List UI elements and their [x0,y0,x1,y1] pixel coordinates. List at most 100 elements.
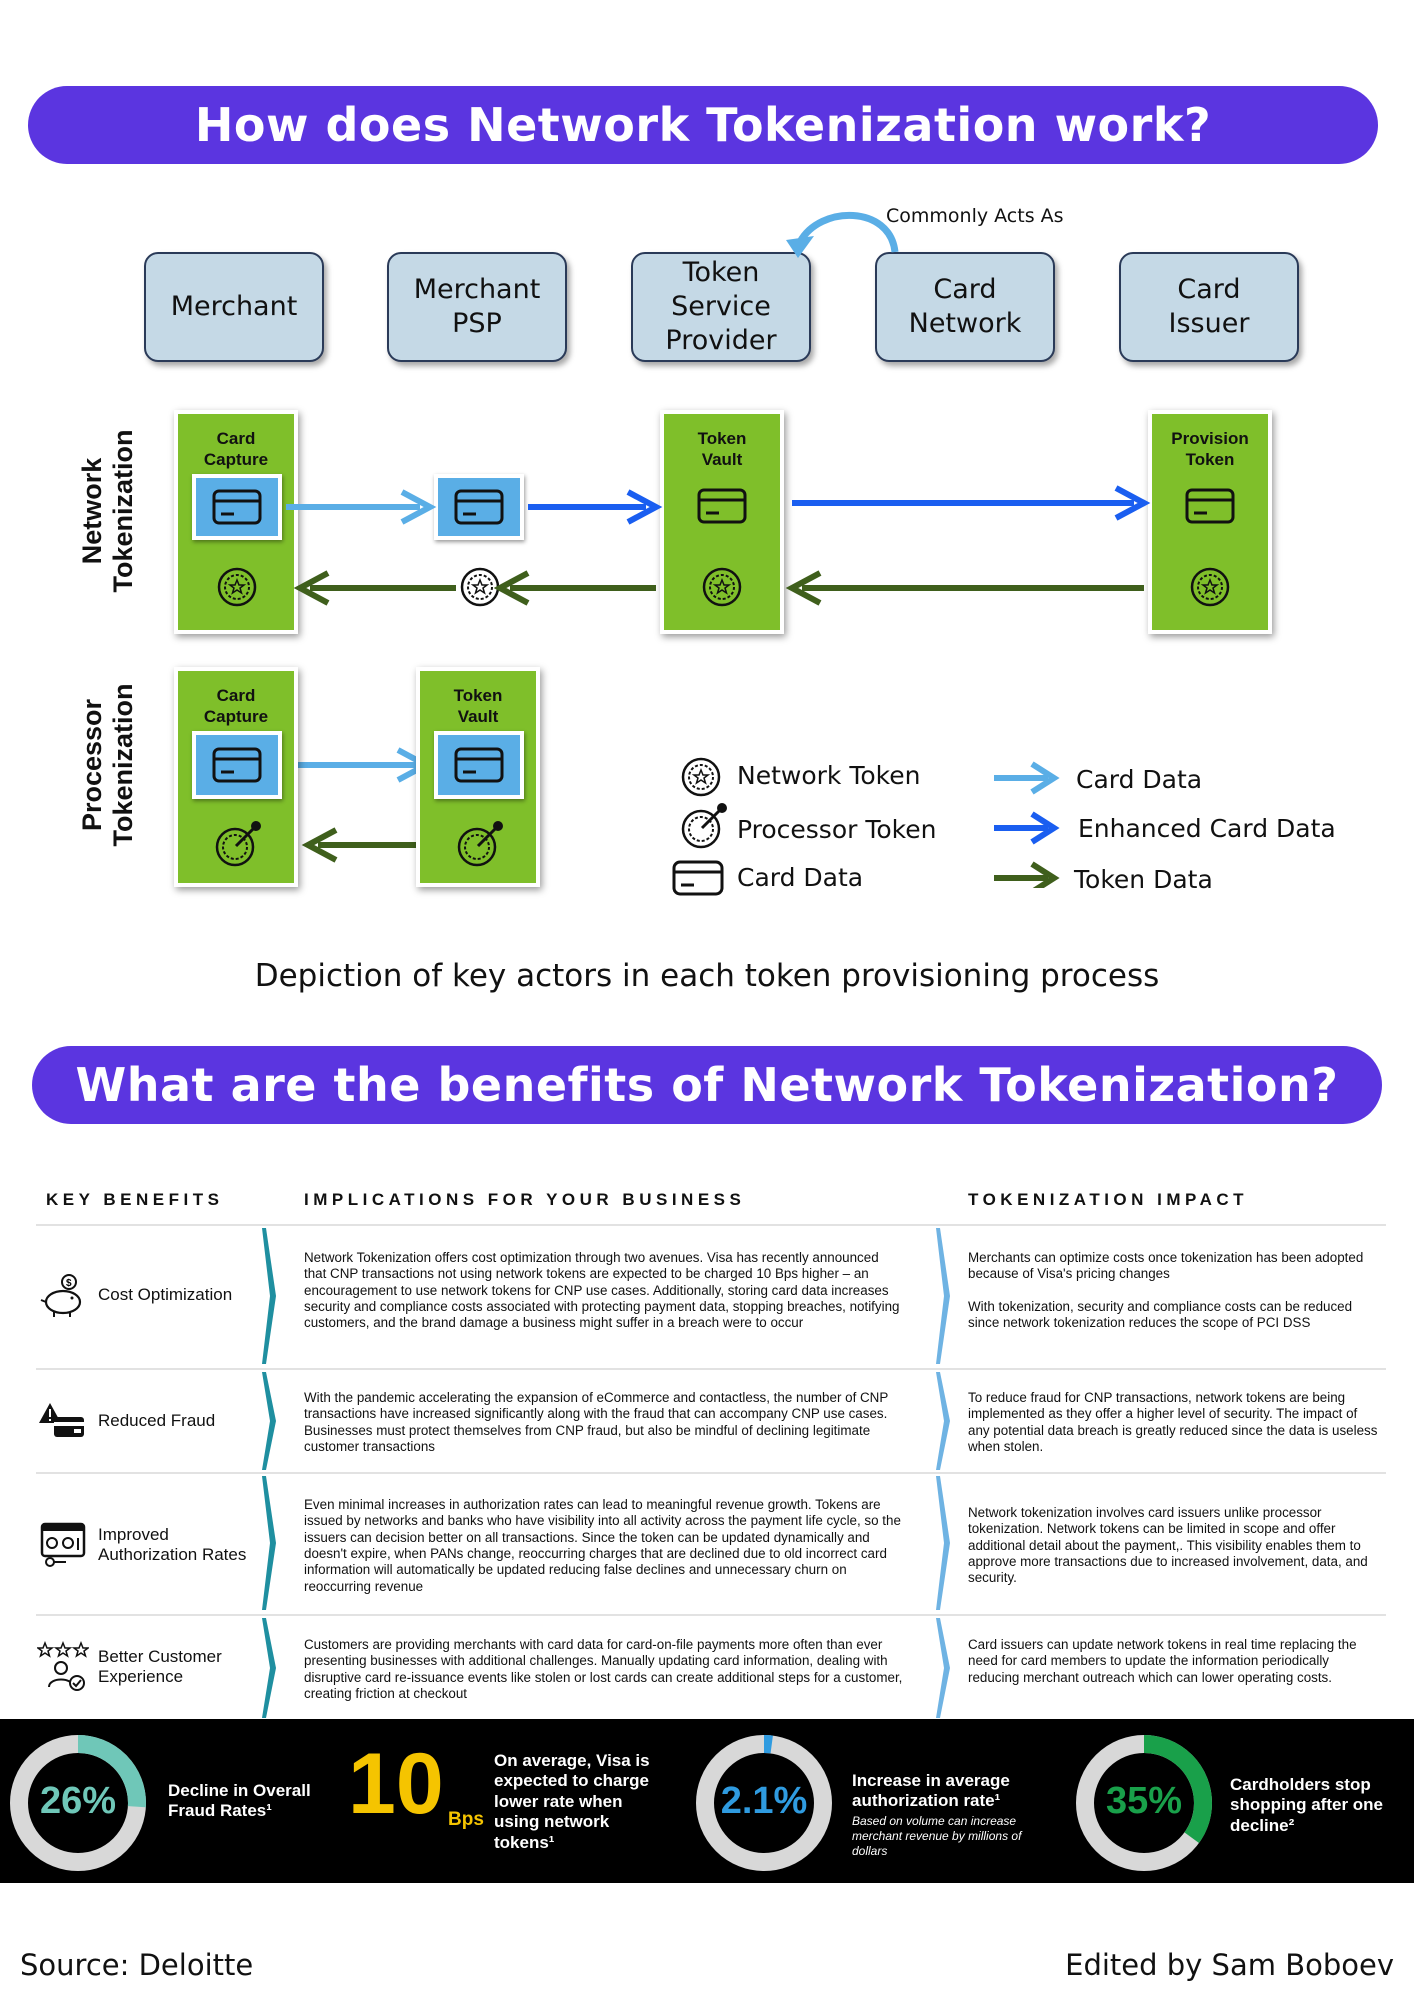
piggy-bank-icon: $ [36,1268,90,1322]
benefit-label: Improved Authorization Rates [98,1525,247,1564]
network-token-icon [459,566,501,608]
token-data-arrow [493,570,656,606]
row-separator-arrow [262,1476,276,1610]
network-capture-card-box [192,474,282,540]
row-separator-arrow [936,1618,950,1718]
actor-token-service-provider: Token Service Provider [631,252,811,362]
row-separator-arrow [262,1618,276,1718]
row-separator-arrow [262,1372,276,1470]
table-divider [36,1368,1386,1370]
token-data-arrow [785,570,1144,606]
legend-card-data-icon [672,860,724,901]
benefits-banner: What are the benefits of Network Tokeniz… [32,1046,1382,1124]
card-data-icon [454,489,504,525]
actor-merchant: Merchant [144,252,324,362]
card-data-icon [212,747,262,783]
editor-credit: Edited by Sam Boboev [1065,1948,1394,1982]
table-divider [36,1614,1386,1616]
authorization-rate-ring [696,1735,832,1871]
fraud-rate-ring [10,1735,146,1871]
network-token-vault-label: Token Vault [697,429,747,470]
impact-text: To reduce fraud for CNP transactions, ne… [968,1390,1378,1455]
authorization-rate-text: Increase in average authorization rate¹ … [852,1771,1057,1859]
how-it-works-title: How does Network Tokenization work? [194,98,1212,152]
processor-vault-card-box [434,731,524,799]
header-key-benefits: KEY BENEFITS [46,1190,224,1209]
authorization-rate-value: 2.1% [720,1780,808,1822]
card-data-icon [454,747,504,783]
svg-text:$: $ [66,1278,72,1289]
network-card-capture-label: Card Capture [203,429,269,470]
actor-merchant-psp: Merchant PSP [387,252,567,362]
table-divider [36,1224,1386,1226]
decline-label: Cardholders stop shopping after one decl… [1230,1775,1383,1835]
commonly-acts-as-label: Commonly Acts As [886,205,1064,227]
authorization-screen-icon [36,1518,90,1572]
actor-card-issuer: Card Issuer [1119,252,1299,362]
how-it-works-banner: How does Network Tokenization work? [28,86,1378,164]
legend-network-token-label: Network Token [737,761,921,790]
commonly-acts-as-arrow [786,211,899,258]
processor-token-icon [214,820,264,868]
row-separator-arrow [936,1476,950,1610]
processor-token-vault-label: Token Vault [453,686,503,727]
row-separator-arrow [936,1228,950,1364]
benefit-label: Better Customer Experience [98,1647,222,1686]
legend-enhanced-card-data-label: Enhanced Card Data [1078,814,1336,843]
card-data-icon [212,489,262,525]
legend-token-data-label: Token Data [1074,865,1213,894]
network-token-icon [701,566,743,608]
implication-text: With the pandemic accelerating the expan… [304,1390,889,1455]
decline-value: 35% [1105,1780,1183,1822]
header-tokenization-impact: TOKENIZATION IMPACT [968,1190,1249,1209]
benefit-label: Cost Optimization [98,1285,233,1305]
legend-arrow-swatches [994,761,1060,888]
card-data-icon [697,488,747,524]
authorization-rate-label: Increase in average authorization rate¹ [852,1771,1010,1811]
benefits-title: What are the benefits of Network Tokeniz… [75,1058,1339,1112]
fraud-rate-label: Decline in Overall Fraud Rates¹ [168,1781,311,1821]
card-data-arrow [286,489,437,525]
table-row: Improved Authorization Rates [36,1518,256,1572]
table-row: $ Cost Optimization [36,1268,256,1322]
table-row: Better Customer Experience [36,1640,256,1694]
fraud-rate-value: 26% [39,1780,117,1822]
bps-unit: Bps [448,1809,484,1830]
card-data-icon [1185,488,1235,524]
token-vault-card [697,488,747,529]
source-credit: Source: Deloitte [20,1948,254,1982]
network-token-icon [216,566,258,608]
legend-processor-token-label: Processor Token [737,815,937,844]
legend-card-data-arrow [994,761,1060,795]
decline-ring [1076,1735,1212,1871]
network-token-icon [1189,566,1231,608]
legend-processor-token-icon [680,802,730,850]
actor-card-network: Card Network [875,252,1055,362]
token-data-arrow [301,827,416,863]
table-row: Reduced Fraud [36,1394,256,1448]
customer-stars-icon [36,1640,90,1694]
impact-text: Network tokenization involves card issue… [968,1505,1368,1586]
implication-text: Even minimal increases in authorization … [304,1497,901,1594]
processor-token-icon [456,820,506,868]
impact-text: Merchants can optimize costs once tokeni… [968,1250,1364,1331]
benefit-label: Reduced Fraud [98,1411,216,1431]
card-data-arrow [286,747,433,783]
legend-token-data-arrow [994,861,1060,888]
implication-text: Network Tokenization offers cost optimiz… [304,1250,900,1331]
authorization-rate-note: Based on volume can increase merchant re… [852,1813,1022,1858]
legend-enhanced-card-data-arrow [994,811,1060,845]
legend-card-data-arrow-label: Card Data [1076,765,1203,794]
fraud-warning-card-icon [36,1394,90,1448]
header-implications: IMPLICATIONS FOR YOUR BUSINESS [304,1190,746,1209]
provision-token-card [1185,488,1235,529]
row-separator-arrow [936,1372,950,1470]
enhanced-card-data-arrow [792,485,1151,521]
stats-strip: 26% Decline in Overall Fraud Rates¹ 10 B… [0,1719,1414,1883]
processor-card-capture-label: Card Capture [203,686,269,727]
network-provision-token-label: Provision Token [1171,429,1249,470]
network-token-vault-column: Token Vault [660,410,784,634]
enhanced-card-data-arrow [528,489,663,525]
token-data-arrow [293,570,456,606]
row-separator-arrow [262,1228,276,1364]
